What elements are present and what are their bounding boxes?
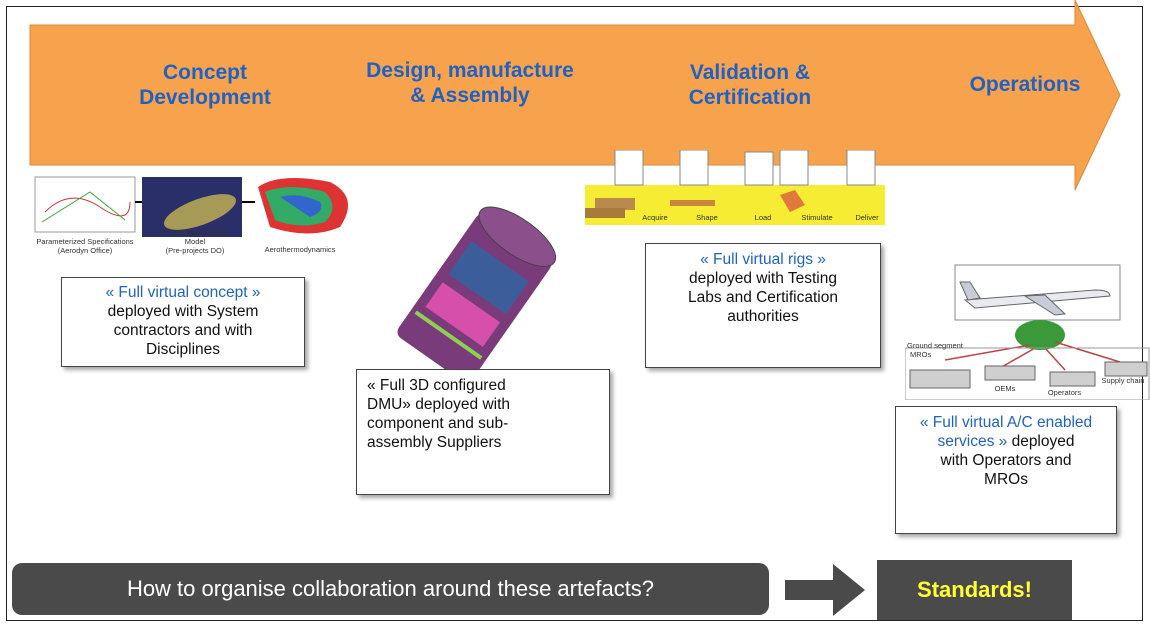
label-oems: OEMs <box>994 384 1016 393</box>
slide-frame <box>6 6 1143 621</box>
standards-banner: Standards! <box>877 560 1072 620</box>
rig-label-shape: Shape <box>696 213 718 222</box>
concept-text: deployed with System contractors and wit… <box>107 303 259 358</box>
concept-highlight: « Full virtual concept » <box>105 284 261 301</box>
rig-label-load: Load <box>754 213 772 222</box>
label-ground-segment: Ground segment <box>907 341 963 350</box>
label-mros: MROs <box>910 350 932 359</box>
dmu-fuselage-image <box>397 206 557 383</box>
box-full-virtual-services: « Full virtual A/C enabled services » de… <box>895 406 1117 534</box>
caption-aerothermodynamics: Aerothermodynamics <box>264 245 336 254</box>
rig-label-acquire: Acquire <box>642 213 668 222</box>
rig-label-stimulate: Stimulate <box>801 213 833 222</box>
services-highlight: « Full virtual A/C enabled services » <box>919 414 1093 450</box>
services-text: deployed with Operators and MROs <box>940 433 1075 488</box>
phase-design-manufacture: Design, manufacture & Assembly <box>366 59 574 107</box>
virtual-rigs-image <box>585 150 885 225</box>
box-full-3d-dmu: « Full 3D configured DMU» deployed with … <box>356 369 610 495</box>
box-full-virtual-concept: « Full virtual concept » deployed with S… <box>61 277 305 367</box>
ground-segment-image <box>905 264 1150 400</box>
phase-concept-development: Concept Development <box>139 61 271 109</box>
right-arrow-icon <box>785 564 865 616</box>
concept-images <box>34 176 348 237</box>
process-arrow <box>29 0 1121 191</box>
label-operators: Operators <box>1047 388 1082 397</box>
box-full-virtual-rigs: « Full virtual rigs » deployed with Test… <box>645 243 881 368</box>
rigs-text: deployed with Testing Labs and Certifica… <box>688 270 838 325</box>
label-supply-chain: Supply chain <box>1101 376 1145 385</box>
rigs-highlight: « Full virtual rigs » <box>700 251 826 268</box>
rig-label-deliver: Deliver <box>855 213 879 222</box>
phase-operations: Operations <box>969 73 1081 96</box>
rig-labels: Acquire Shape Load Stimulate Deliver <box>635 213 885 223</box>
phase-validation-certification: Validation & Certification <box>688 61 812 109</box>
caption-cad-model: Parameterized CAD Model (Pre-projects DO… <box>161 228 229 255</box>
caption-specifications: Parameterized Specifications (Aerodyn Of… <box>36 237 134 255</box>
collaboration-question-banner: How to organise collaboration around the… <box>12 563 769 615</box>
